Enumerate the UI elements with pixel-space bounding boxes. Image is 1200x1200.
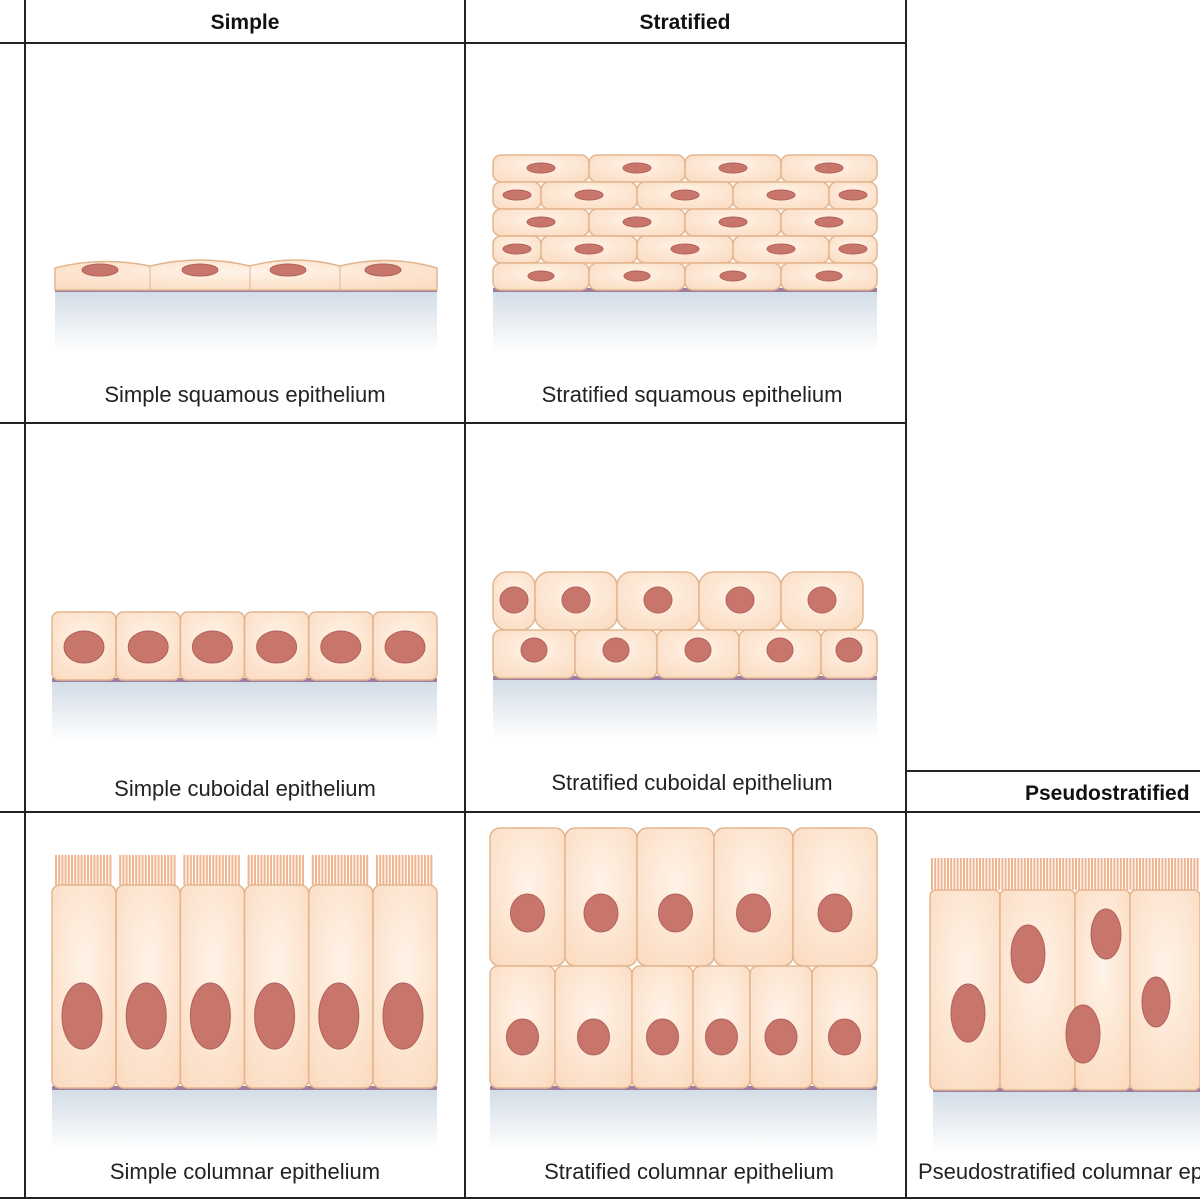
nucleus <box>502 243 532 255</box>
caption-stratified-columnar: Stratified columnar epithelium <box>544 1159 834 1184</box>
nucleus <box>670 243 700 255</box>
nucleus <box>814 162 844 174</box>
caption-simple-cuboidal: Simple cuboidal epithelium <box>114 776 376 801</box>
caption-simple-columnar: Simple columnar epithelium <box>110 1159 380 1184</box>
nucleus <box>526 216 556 228</box>
nucleus <box>950 983 986 1043</box>
connective-tissue <box>52 682 437 742</box>
nucleus <box>1090 908 1122 960</box>
nucleus <box>574 189 604 201</box>
nucleus <box>127 630 169 664</box>
nucleus <box>602 637 630 663</box>
nucleus <box>725 586 755 614</box>
nucleus <box>622 162 652 174</box>
nucleus <box>643 586 673 614</box>
nucleus <box>764 1018 798 1056</box>
connective-tissue <box>493 292 877 352</box>
nucleus <box>382 982 424 1050</box>
nucleus <box>189 982 231 1050</box>
connective-tissue <box>55 292 437 352</box>
nucleus <box>828 1018 861 1056</box>
nucleus <box>526 162 556 174</box>
caption-simple-squamous: Simple squamous epithelium <box>104 382 385 407</box>
nucleus <box>527 270 555 282</box>
nucleus <box>384 630 426 664</box>
nucleus <box>506 1018 539 1056</box>
nucleus <box>646 1018 679 1056</box>
nucleus <box>125 982 167 1050</box>
nucleus <box>181 263 219 277</box>
nucleus <box>766 637 794 663</box>
nucleus <box>838 189 868 201</box>
connective-tissue <box>933 1092 1200 1152</box>
nucleus <box>561 586 591 614</box>
nucleus <box>577 1018 610 1056</box>
caption-stratified-squamous: Stratified squamous epithelium <box>542 382 843 407</box>
nucleus <box>320 630 362 664</box>
nucleus <box>61 982 103 1050</box>
nucleus <box>63 630 105 664</box>
nucleus <box>670 189 700 201</box>
nucleus <box>254 982 296 1050</box>
nucleus <box>838 243 868 255</box>
caption-stratified-cuboidal: Stratified cuboidal epithelium <box>551 770 832 795</box>
nucleus <box>574 243 604 255</box>
nucleus <box>502 189 532 201</box>
nucleus <box>807 586 837 614</box>
nucleus <box>256 630 298 664</box>
epithelial-cell <box>999 889 1076 1091</box>
nucleus <box>736 893 771 933</box>
nucleus <box>1065 1004 1101 1064</box>
nucleus <box>622 216 652 228</box>
nucleus <box>658 893 693 933</box>
nucleus <box>766 243 796 255</box>
nucleus <box>684 637 712 663</box>
nucleus <box>719 270 747 282</box>
nucleus <box>705 1018 738 1056</box>
header-simple: Simple <box>211 11 280 34</box>
nucleus <box>766 189 796 201</box>
caption-pseudostratified-columnar: Pseudostratified columnar epithelium <box>918 1159 1200 1184</box>
basement-membrane <box>52 1086 437 1090</box>
nucleus <box>499 586 529 614</box>
nucleus <box>81 263 119 277</box>
nucleus <box>583 893 619 933</box>
nucleus <box>318 982 360 1050</box>
nucleus <box>364 263 402 277</box>
basement-membrane <box>52 678 437 682</box>
header-pseudostratified: Pseudostratified <box>1025 782 1190 805</box>
nucleus <box>191 630 233 664</box>
nucleus <box>1141 976 1171 1028</box>
nucleus <box>835 637 863 663</box>
connective-tissue <box>52 1090 437 1150</box>
nucleus <box>623 270 651 282</box>
nucleus <box>718 162 748 174</box>
header-stratified: Stratified <box>639 11 730 34</box>
nucleus <box>510 893 545 933</box>
connective-tissue <box>493 680 877 740</box>
nucleus <box>1010 924 1046 984</box>
connective-tissue <box>490 1090 877 1150</box>
nucleus <box>269 263 307 277</box>
nucleus <box>817 893 853 933</box>
nucleus <box>815 270 843 282</box>
nucleus <box>718 216 748 228</box>
nucleus <box>520 637 548 663</box>
nucleus <box>814 216 844 228</box>
basement-membrane <box>493 288 877 292</box>
